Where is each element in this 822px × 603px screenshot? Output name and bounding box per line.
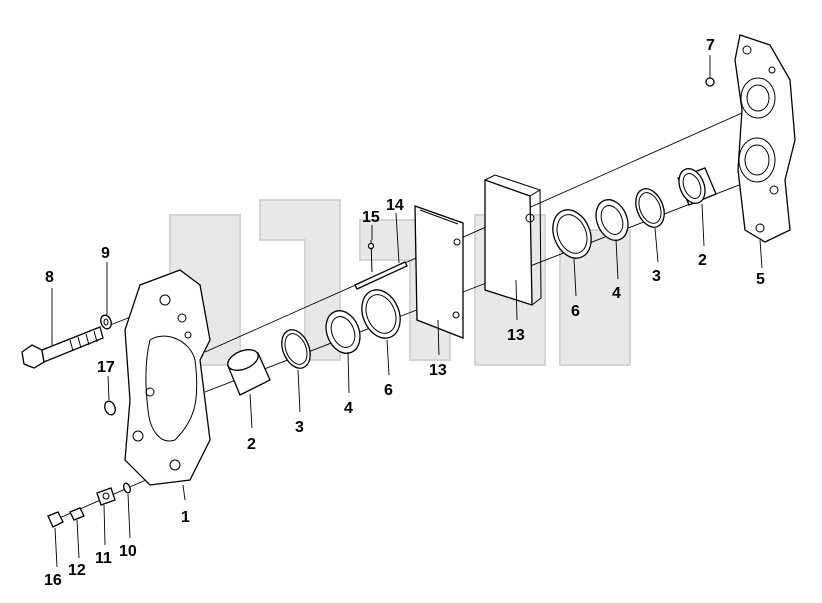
pad-retaining-pin (354, 261, 408, 290)
leader-lines (51, 55, 763, 568)
brake-pad-right (484, 174, 542, 306)
washer-17 (104, 400, 116, 416)
inner-caliper-body (124, 269, 211, 486)
label-part-6-right: 6 (571, 303, 580, 320)
label-part-4-right: 4 (612, 285, 621, 302)
bleeder-washer (123, 482, 131, 494)
piston-right (677, 167, 717, 206)
label-part-4-left: 4 (344, 400, 353, 417)
label-part-3-right: 3 (652, 268, 661, 285)
spring-clip (367, 239, 375, 273)
retaining-ring-right (552, 209, 592, 259)
label-part-14: 14 (386, 197, 404, 214)
bleeder-cap (47, 511, 64, 528)
label-part-13-right: 13 (507, 327, 525, 344)
label-part-5: 5 (756, 271, 765, 288)
label-part-11: 11 (95, 550, 112, 567)
label-part-8: 8 (45, 269, 54, 286)
retaining-ring-left (361, 289, 401, 339)
seal-ring-left (281, 329, 311, 369)
dust-boot-right (595, 199, 629, 241)
label-part-3-left: 3 (295, 419, 304, 436)
label-part-15: 15 (362, 209, 380, 226)
label-part-2-right: 2 (698, 252, 707, 269)
label-part-10: 10 (119, 543, 137, 560)
label-part-17: 17 (97, 359, 115, 376)
label-part-12: 12 (68, 562, 86, 579)
washer-9 (100, 314, 112, 330)
brake-pad-left (414, 205, 464, 339)
bleeder-spring (69, 507, 85, 521)
piston-left (227, 349, 271, 396)
label-part-13-left: 13 (429, 362, 447, 379)
label-part-1: 1 (181, 509, 190, 526)
dust-boot-left (325, 310, 361, 354)
mounting-bolt (21, 326, 104, 369)
label-part-2-left: 2 (247, 436, 256, 453)
label-part-7: 7 (706, 37, 715, 54)
seal-ring-right (635, 188, 665, 228)
washer-7 (705, 77, 715, 87)
outer-caliper-body (734, 34, 796, 243)
label-part-16: 16 (44, 572, 62, 589)
bleeder-screw (96, 487, 116, 506)
label-part-9: 9 (101, 245, 110, 262)
label-part-6-left: 6 (384, 382, 393, 399)
part-number-labels: 1 2 3 4 6 13 13 6 4 3 2 5 7 8 9 17 10 11… (44, 37, 765, 589)
